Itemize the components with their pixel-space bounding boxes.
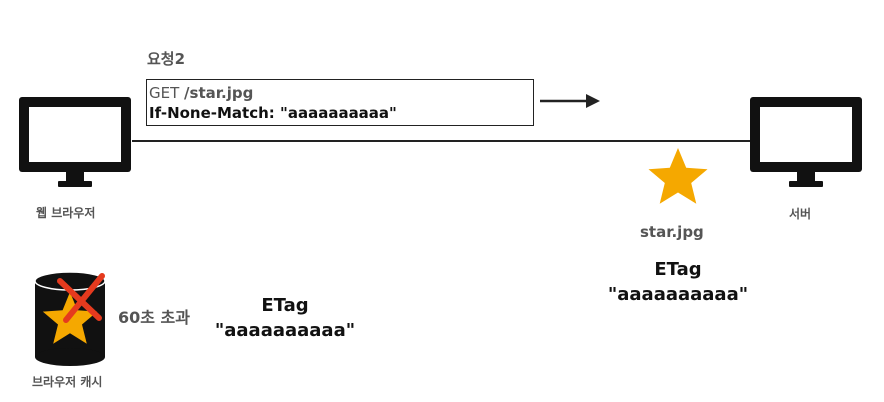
request-title: 요청2 xyxy=(147,50,186,68)
server-etag: ETag "aaaaaaaaaa" xyxy=(598,257,758,307)
request-header: If-None-Match: "aaaaaaaaaa" xyxy=(149,104,397,122)
request-arrow xyxy=(540,94,600,108)
cache-etag-title: ETag xyxy=(261,295,309,316)
server-star-icon xyxy=(648,148,708,204)
server-etag-title: ETag xyxy=(654,259,702,280)
request-message-box xyxy=(146,79,534,126)
cache-label: 브라우저 캐시 xyxy=(32,375,103,389)
server-file-label: star.jpg xyxy=(640,223,704,241)
request-method: GET xyxy=(149,84,180,102)
client-monitor-icon xyxy=(19,97,131,187)
cache-etag: ETag "aaaaaaaaaa" xyxy=(205,293,365,343)
request-path: /star.jpg xyxy=(184,84,254,102)
server-etag-value: "aaaaaaaaaa" xyxy=(607,284,749,305)
request-line: GET /star.jpg xyxy=(149,84,253,102)
client-label: 웹 브라우저 xyxy=(36,206,96,220)
server-monitor-icon xyxy=(750,97,862,187)
expired-cross-icon xyxy=(57,273,105,323)
cache-status: 60초 초과 xyxy=(118,308,190,327)
server-label: 서버 xyxy=(789,207,812,221)
cache-etag-value: "aaaaaaaaaa" xyxy=(214,320,356,341)
